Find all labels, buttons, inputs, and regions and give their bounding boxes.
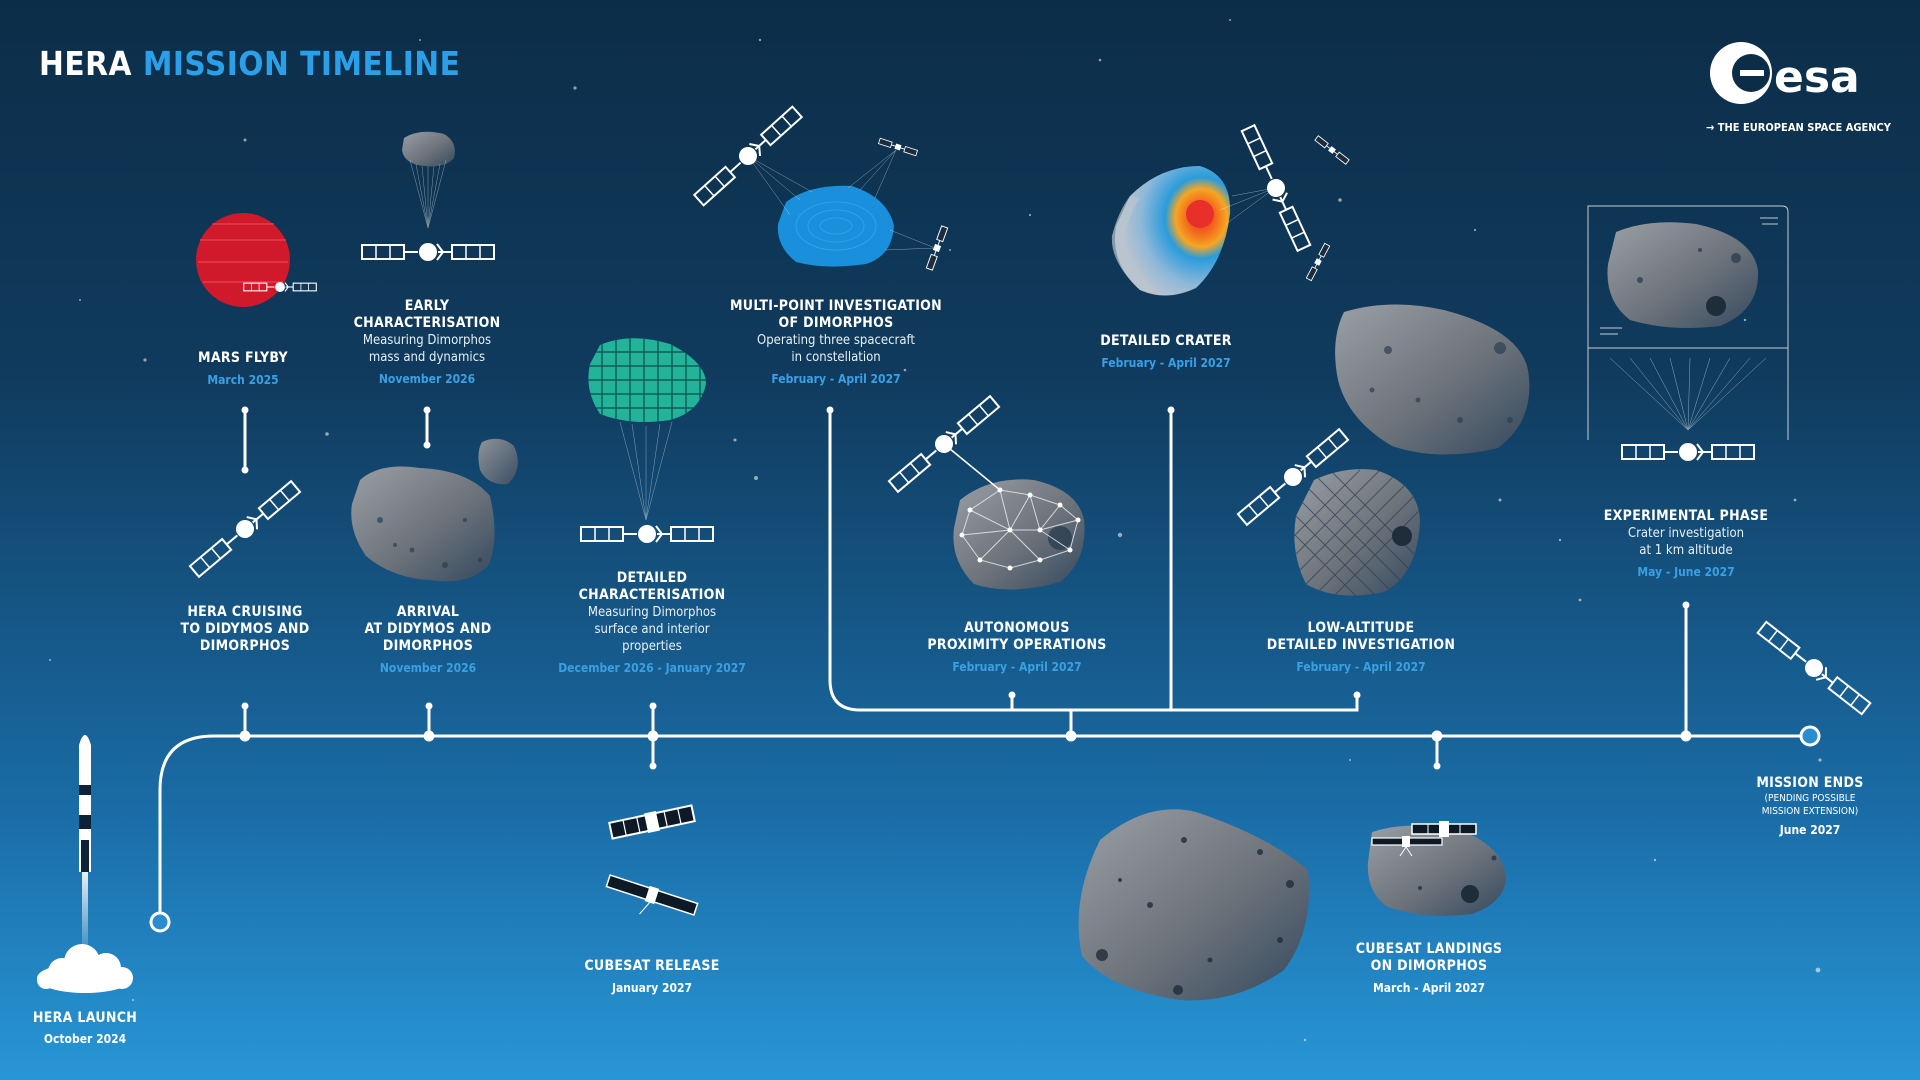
label-mission-ends: MISSION ENDS (PENDING POSSIBLE MISSION E… [1756,775,1864,837]
crater-heatmap-icon [1111,166,1276,296]
page-title: HERA MISSION TIMELINE [39,44,460,83]
label-hera-launch: HERA LAUNCH October 2024 [32,1010,138,1046]
esa-logo: esa [1710,42,1860,104]
mesh-asteroid-icon [943,443,1085,590]
timeline-end-node [1799,725,1821,747]
instrument-frame [1587,205,1789,440]
asteroid-icon [402,131,455,229]
label-early-characterisation: EARLY CHARACTERISATION Measuring Dimorph… [353,298,501,386]
label-cubesat-landings: CUBESAT LANDINGS ON DIMORPHOS March - Ap… [1355,941,1503,995]
spacecraft-icon [581,525,713,543]
label-multi-point-investigation: MULTI-POINT INVESTIGATION OF DIMORPHOS O… [729,298,943,386]
label-arrival: ARRIVAL AT DIDYMOS AND DIMORPHOS Novembe… [364,604,492,675]
label-cubesat-release: CUBESAT RELEASE January 2027 [584,958,720,995]
cubesat-icon [608,804,696,840]
title-accent: MISSION TIMELINE [142,44,461,83]
spacecraft-icon [1305,242,1331,282]
spacecraft-icon [693,105,803,207]
asteroid-icon [1078,809,1309,1001]
asteroid-icon [747,149,936,267]
esa-logo-text: esa [1774,52,1860,103]
spacecraft-icon [1622,443,1754,461]
spacecraft-icon [888,395,1001,494]
spacecraft-icon [1756,620,1871,715]
asteroid-icon [1294,304,1530,596]
spacecraft-icon [189,480,302,579]
cubesat-icon [605,874,699,916]
asteroid-icon [1607,222,1767,431]
title-prefix: HERA [39,44,132,83]
cubesat-icon [1411,821,1477,837]
scan-grid-icon [588,338,706,521]
label-detailed-crater: DETAILED CRATER February - April 2027 [1100,333,1232,370]
label-detailed-characterisation: DETAILED CHARACTERISATION Measuring Dimo… [558,570,746,675]
spacecraft-icon [1240,124,1312,251]
spacecraft-icon [362,243,494,261]
cloud-icon [37,944,133,993]
starfield [49,19,1822,1042]
spacecraft-icon [878,137,918,157]
asteroid-icon [351,438,518,582]
label-mars-flyby: MARS FLYBY March 2025 [198,350,288,387]
rocket-icon [79,735,91,962]
timeline-nodes [239,406,1692,770]
spacecraft-icon [1314,135,1350,165]
agency-tagline: → THE EUROPEAN SPACE AGENCY [1706,121,1891,134]
label-low-altitude: LOW-ALTITUDE DETAILED INVESTIGATION Febr… [1266,620,1456,674]
cubesat-icon [1371,836,1443,857]
label-experimental-phase: EXPERIMENTAL PHASE Crater investigation … [1603,508,1769,579]
asteroid-icon [1367,825,1506,916]
label-hera-cruising: HERA CRUISING TO DIDYMOS AND DIMORPHOS [180,604,310,654]
timeline-start-node [149,911,171,933]
mars-icon [196,213,290,307]
label-autonomous-proximity: AUTONOMOUS PROXIMITY OPERATIONS February… [927,620,1107,674]
